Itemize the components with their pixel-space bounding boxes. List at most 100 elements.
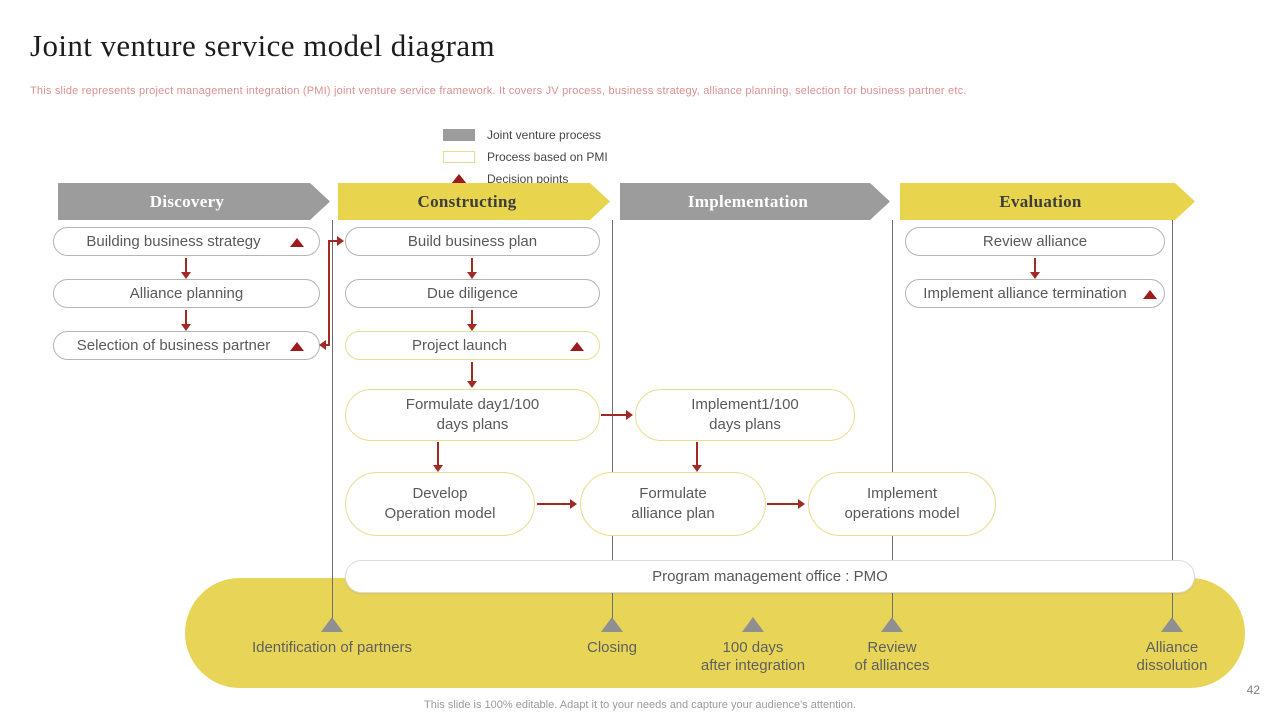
feedback-connector: [330, 240, 338, 242]
decision-point-icon: [570, 341, 584, 351]
column-divider: [612, 220, 613, 618]
box-label: Building business strategy: [86, 232, 261, 250]
process-box-develop-operation-model: Develop Operation model: [345, 472, 535, 536]
milestone-text: 100 days: [722, 639, 784, 656]
feedback-connector: [328, 240, 330, 346]
arrow-down-icon: [181, 272, 191, 279]
box-label: operations model: [844, 505, 960, 522]
milestone-marker-icon: [1161, 617, 1183, 632]
process-box-formulate-day1-100-days-plans: Formulate day1/100 days plans: [345, 389, 600, 441]
gray-swatch-icon: [443, 129, 475, 141]
footer-note: This slide is 100% editable. Adapt it to…: [424, 699, 856, 711]
yellow-outline-swatch-icon: [443, 151, 475, 163]
process-box-selection-of-business-partner: Selection of business partner: [53, 331, 320, 360]
process-box-formulate-alliance-plan: Formulate alliance plan: [580, 472, 766, 536]
milestone-text: Review: [867, 639, 917, 656]
arrow-down-icon: [1030, 272, 1040, 279]
legend-item-jv-process: Joint venture process: [443, 124, 608, 146]
flow-connector: [185, 310, 187, 325]
box-label: Formulate day1/100: [405, 396, 540, 413]
flow-connector: [471, 258, 473, 273]
decision-point-icon: [290, 237, 304, 247]
pmo-label: Program management office : PMO: [652, 568, 888, 585]
milestone-text: of alliances: [854, 657, 930, 674]
process-box-build-business-plan: Build business plan: [345, 227, 600, 256]
process-box-implement-alliance-termination: Implement alliance termination: [905, 279, 1165, 308]
legend-label: Joint venture process: [487, 128, 602, 142]
box-label: Implement alliance termination: [923, 284, 1127, 302]
milestone-marker-icon: [742, 617, 764, 632]
flow-connector: [537, 503, 571, 505]
box-label: Build business plan: [407, 232, 538, 250]
feedback-connector: [326, 344, 330, 346]
milestone-label-review-of-alliances: Review of alliances: [782, 639, 1002, 675]
page-title: Joint venture service model diagram: [30, 28, 496, 63]
box-label: days plans: [436, 416, 509, 433]
arrow-down-icon: [467, 381, 477, 388]
legend-item-pmi-process: Process based on PMI: [443, 146, 608, 168]
box-label: Due diligence: [427, 284, 518, 302]
box-label: Review alliance: [982, 232, 1088, 250]
milestone-label-closing: Closing: [502, 639, 722, 657]
column-divider: [332, 220, 333, 618]
legend: Joint venture process Process based on P…: [443, 124, 608, 190]
arrow-down-icon: [467, 324, 477, 331]
arrow-down-icon: [433, 465, 443, 472]
milestone-label-identification-of-partners: Identification of partners: [222, 639, 442, 657]
stage-header-discovery: Discovery: [58, 183, 330, 220]
arrow-right-icon: [626, 410, 633, 420]
process-box-project-launch: Project launch: [345, 331, 600, 360]
milestone-label-alliance-dissolution: Alliance dissolution: [1062, 639, 1280, 675]
flow-connector: [437, 442, 439, 466]
process-box-implement-operations-model: Implement operations model: [808, 472, 996, 536]
column-divider: [892, 220, 893, 618]
flow-connector: [471, 310, 473, 325]
flow-connector: [1034, 258, 1036, 273]
arrow-right-icon: [798, 499, 805, 509]
arrow-right-icon: [570, 499, 577, 509]
process-box-implement-1-100-days-plans: Implement1/100 days plans: [635, 389, 855, 441]
box-label: Implement1/100: [691, 396, 799, 413]
process-box-alliance-planning: Alliance planning: [53, 279, 320, 308]
box-label: days plans: [709, 416, 781, 433]
flow-connector: [767, 503, 799, 505]
box-label: Selection of business partner: [76, 336, 271, 354]
timeline-band: [185, 578, 1245, 688]
milestone-marker-icon: [601, 617, 623, 632]
arrow-left-icon: [319, 340, 326, 350]
decision-triangle-icon: [443, 174, 475, 184]
milestone-text: Identification of partners: [251, 639, 413, 656]
arrow-down-icon: [692, 465, 702, 472]
process-box-review-alliance: Review alliance: [905, 227, 1165, 256]
process-box-due-diligence: Due diligence: [345, 279, 600, 308]
flow-connector: [471, 362, 473, 382]
stage-header-constructing: Constructing: [338, 183, 610, 220]
box-label: Operation model: [384, 505, 496, 522]
pmo-bar: Program management office : PMO: [345, 560, 1195, 593]
arrow-down-icon: [181, 324, 191, 331]
arrow-right-icon: [337, 236, 344, 246]
stage-header-implementation: Implementation: [620, 183, 890, 220]
flow-connector: [696, 442, 698, 466]
page-number: 42: [1246, 683, 1260, 697]
box-label: Alliance planning: [129, 284, 244, 302]
flow-connector: [601, 414, 627, 416]
flow-connector: [185, 258, 187, 273]
milestone-text: dissolution: [1136, 657, 1208, 674]
milestone-text: after integration: [700, 657, 806, 674]
column-divider: [1172, 220, 1173, 618]
box-label: Develop: [412, 485, 468, 502]
process-box-building-business-strategy: Building business strategy: [53, 227, 320, 256]
milestone-marker-icon: [321, 617, 343, 632]
legend-item-decision-points: Decision points: [443, 168, 608, 190]
box-label: alliance plan: [631, 505, 715, 522]
slide-subtitle: This slide represents project management…: [30, 85, 967, 97]
milestone-label-100-days-after-integration: 100 days after integration: [643, 639, 863, 675]
milestone-marker-icon: [881, 617, 903, 632]
decision-point-icon: [290, 341, 304, 351]
box-label: Project launch: [411, 336, 508, 354]
milestone-text: Alliance: [1145, 639, 1199, 656]
legend-label: Process based on PMI: [487, 150, 608, 164]
decision-point-icon: [1143, 289, 1157, 299]
